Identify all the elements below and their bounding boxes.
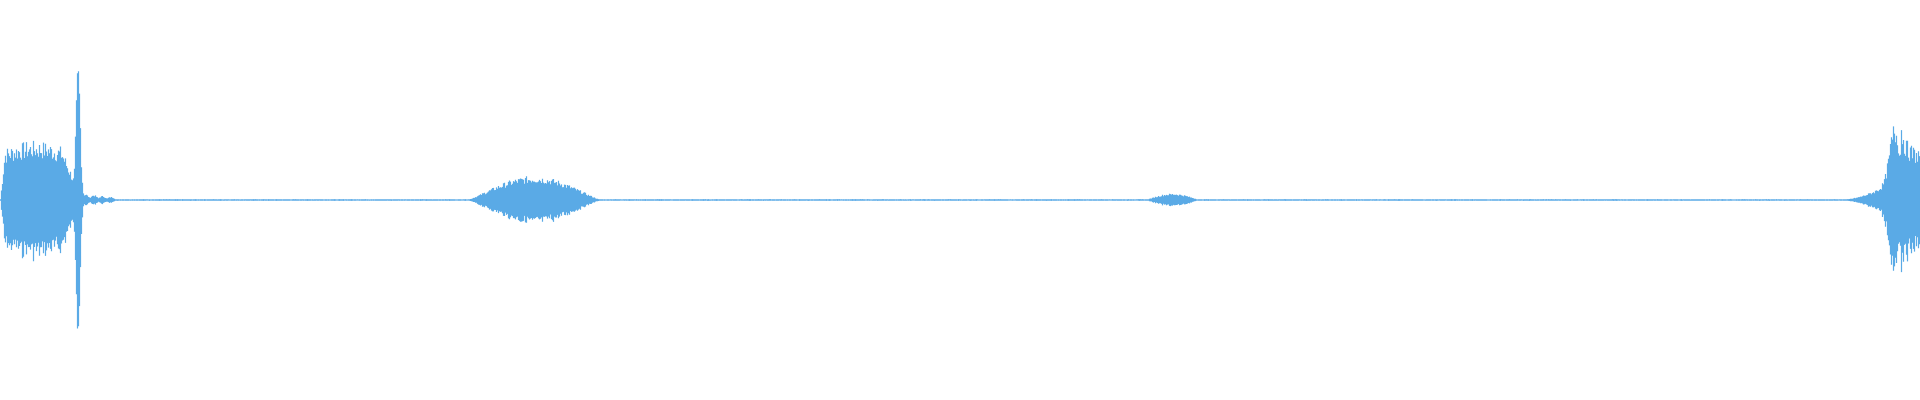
waveform-trace xyxy=(0,71,1920,329)
waveform-path xyxy=(0,71,1920,329)
